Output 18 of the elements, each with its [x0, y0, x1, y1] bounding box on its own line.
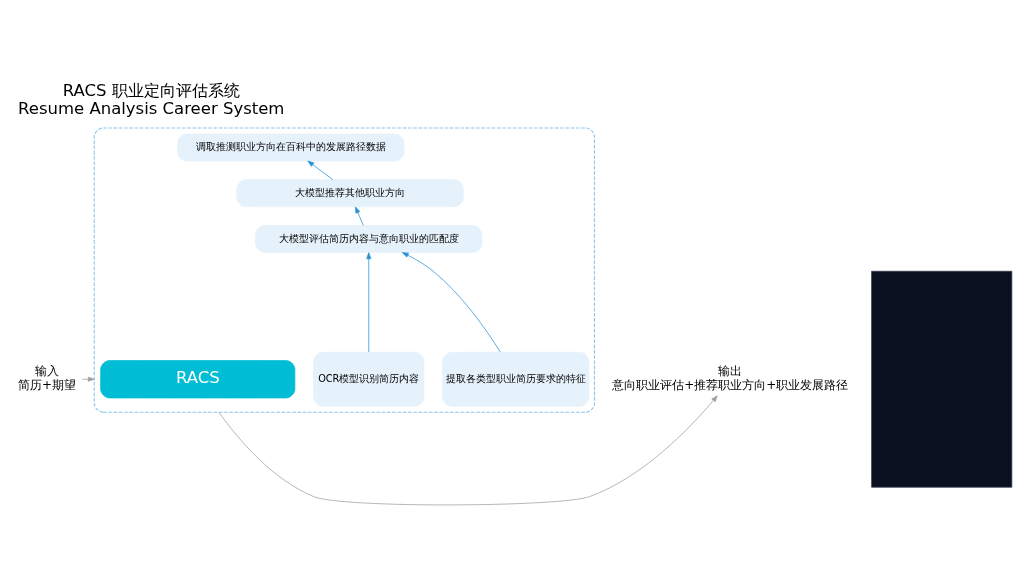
arrow — [355, 206, 364, 226]
arrow — [307, 160, 334, 181]
node-box: RACS — [100, 360, 296, 399]
node-box — [871, 270, 1013, 488]
node-text: 输出 意向职业评估+推荐职业方向+职业发展路径 — [612, 364, 849, 392]
node-box: OCR模型识别简历内容 — [313, 351, 425, 407]
arrow — [218, 395, 718, 506]
node-text: 输入 简历+期望 — [18, 364, 77, 392]
diagram-title: RACS 职业定向评估系统 — [62, 81, 240, 101]
arrow — [366, 252, 372, 353]
caption: Resume Analysis Career System — [18, 99, 285, 119]
arrow — [401, 252, 501, 353]
node-box: 大模型推荐其他职业方向 — [236, 179, 464, 208]
arrow — [81, 376, 95, 382]
node-box: 提取各类型职业简历要求的特征 — [442, 351, 590, 407]
node-box: 调取推测职业方向在百科中的发展路径数据 — [177, 133, 405, 162]
node-box: 大模型评估简历内容与意向职业的匹配度 — [255, 225, 483, 253]
cluster — [93, 127, 596, 413]
